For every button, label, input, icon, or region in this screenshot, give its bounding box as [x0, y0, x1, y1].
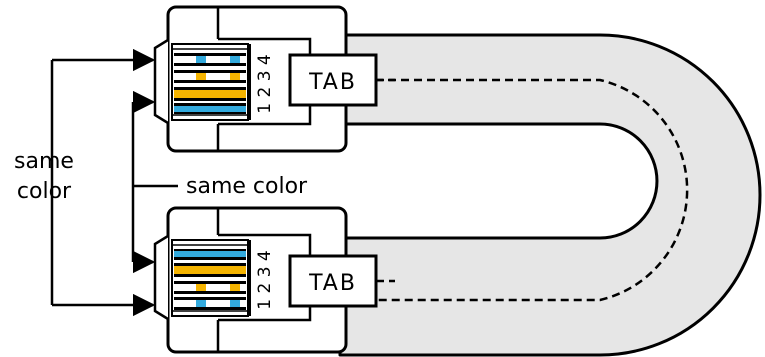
bottom-tab	[288, 254, 378, 308]
top-contact-face	[153, 38, 169, 125]
top-tab-label: TAB	[308, 70, 357, 95]
top-connector: 1 2 3 4 TAB	[153, 5, 378, 153]
top-wire-3	[174, 87, 246, 101]
top-pin-numbers: 1 2 3 4	[255, 54, 275, 113]
bottom-connector: 1 2 3 4 TAB	[153, 206, 378, 354]
top-wire-2	[174, 70, 246, 83]
top-wire-4	[174, 103, 246, 114]
top-wire-1	[174, 53, 246, 66]
bottom-tab-label: TAB	[308, 271, 357, 296]
bottom-pin-numbers: 1 2 3 4	[255, 250, 275, 309]
left-label-line2: color	[17, 179, 72, 204]
bottom-wire-2	[174, 281, 246, 294]
bottom-wire-3	[174, 263, 246, 277]
left-label-line1: same	[14, 149, 74, 174]
middle-label: same color	[186, 174, 308, 199]
bottom-wire-4	[174, 249, 246, 260]
bottom-wire-1	[174, 297, 246, 310]
top-tab	[288, 53, 378, 107]
flat-cable	[338, 33, 762, 357]
bottom-contact-face	[153, 234, 169, 321]
cable-centerline	[375, 78, 689, 302]
